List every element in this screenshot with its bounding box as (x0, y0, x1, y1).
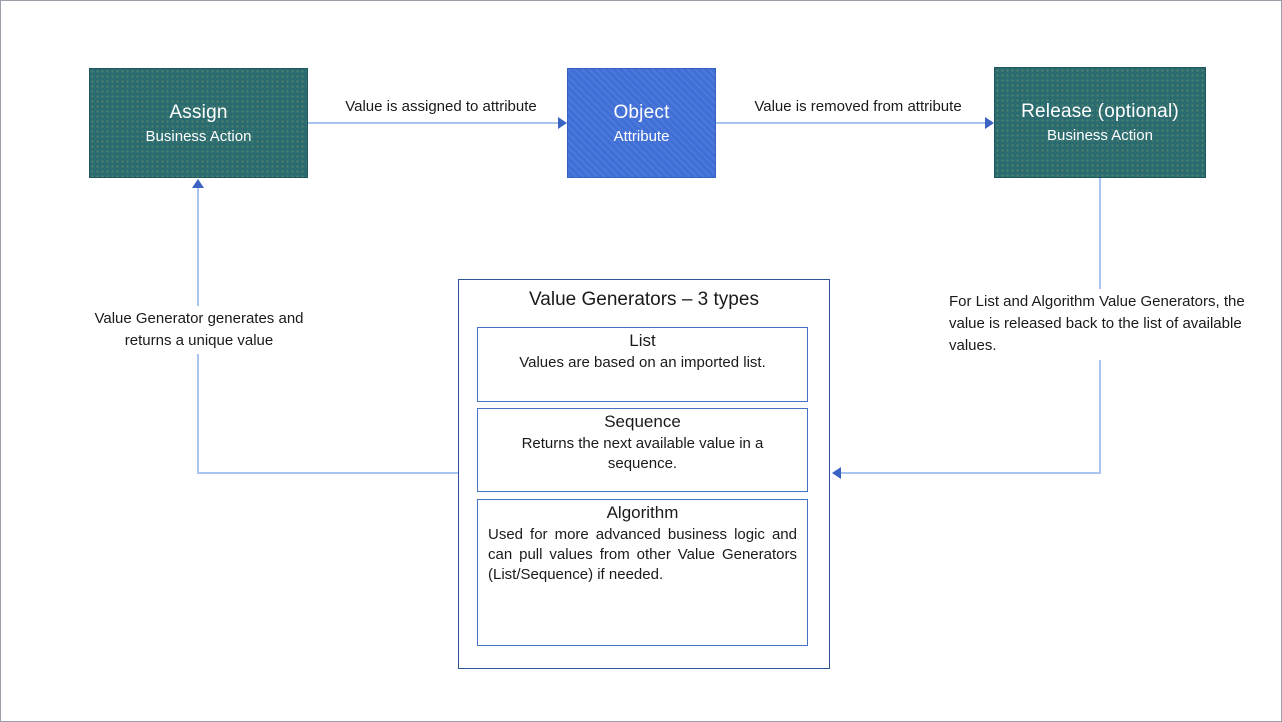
assign-object-connector-line (308, 122, 559, 124)
edge-label-assign-object: Value is assigned to attribute (319, 98, 563, 115)
annotation-right: For List and Algorithm Value Generators,… (949, 289, 1245, 360)
arrowhead-up-icon (192, 179, 204, 188)
annotation-left: Value Generator generates and returns a … (89, 306, 309, 355)
object-release-connector-line (716, 122, 986, 124)
generator-card-algorithm-title: Algorithm (606, 503, 679, 522)
generator-card-sequence: Sequence Returns the next available valu… (477, 408, 808, 492)
generator-card-list-title: List (629, 331, 656, 350)
generator-card-list: List Values are based on an imported lis… (477, 327, 808, 402)
release-node-title: Release (optional) (1021, 101, 1179, 122)
arrowhead-right-icon (985, 117, 994, 129)
arrowhead-right-icon (558, 117, 567, 129)
generator-card-list-description: Values are based on an imported list. (519, 354, 766, 371)
release-node: Release (optional) Business Action (994, 67, 1206, 178)
generator-card-algorithm-description: Used for more advanced business logic an… (488, 526, 797, 583)
generator-card-sequence-description: Returns the next available value in a se… (521, 435, 764, 472)
edge-label-object-release: Value is removed from attribute (731, 98, 985, 115)
object-node: Object Attribute (567, 68, 716, 178)
release-generators-connector-horizontal (841, 472, 1100, 474)
value-generators-panel: Value Generators – 3 types List Values a… (458, 279, 830, 669)
generator-card-sequence-title: Sequence (604, 412, 681, 431)
generators-assign-connector-horizontal (198, 472, 458, 474)
value-generators-panel-title: Value Generators – 3 types (529, 289, 759, 310)
assign-node-title: Assign (169, 101, 228, 123)
arrowhead-left-icon (832, 467, 841, 479)
object-node-title: Object (613, 101, 670, 123)
object-node-subtitle: Attribute (613, 127, 670, 145)
release-node-subtitle: Business Action (1047, 127, 1153, 144)
assign-node: Assign Business Action (89, 68, 308, 178)
assign-node-subtitle: Business Action (145, 127, 252, 145)
generator-card-algorithm: Algorithm Used for more advanced busines… (477, 499, 808, 646)
